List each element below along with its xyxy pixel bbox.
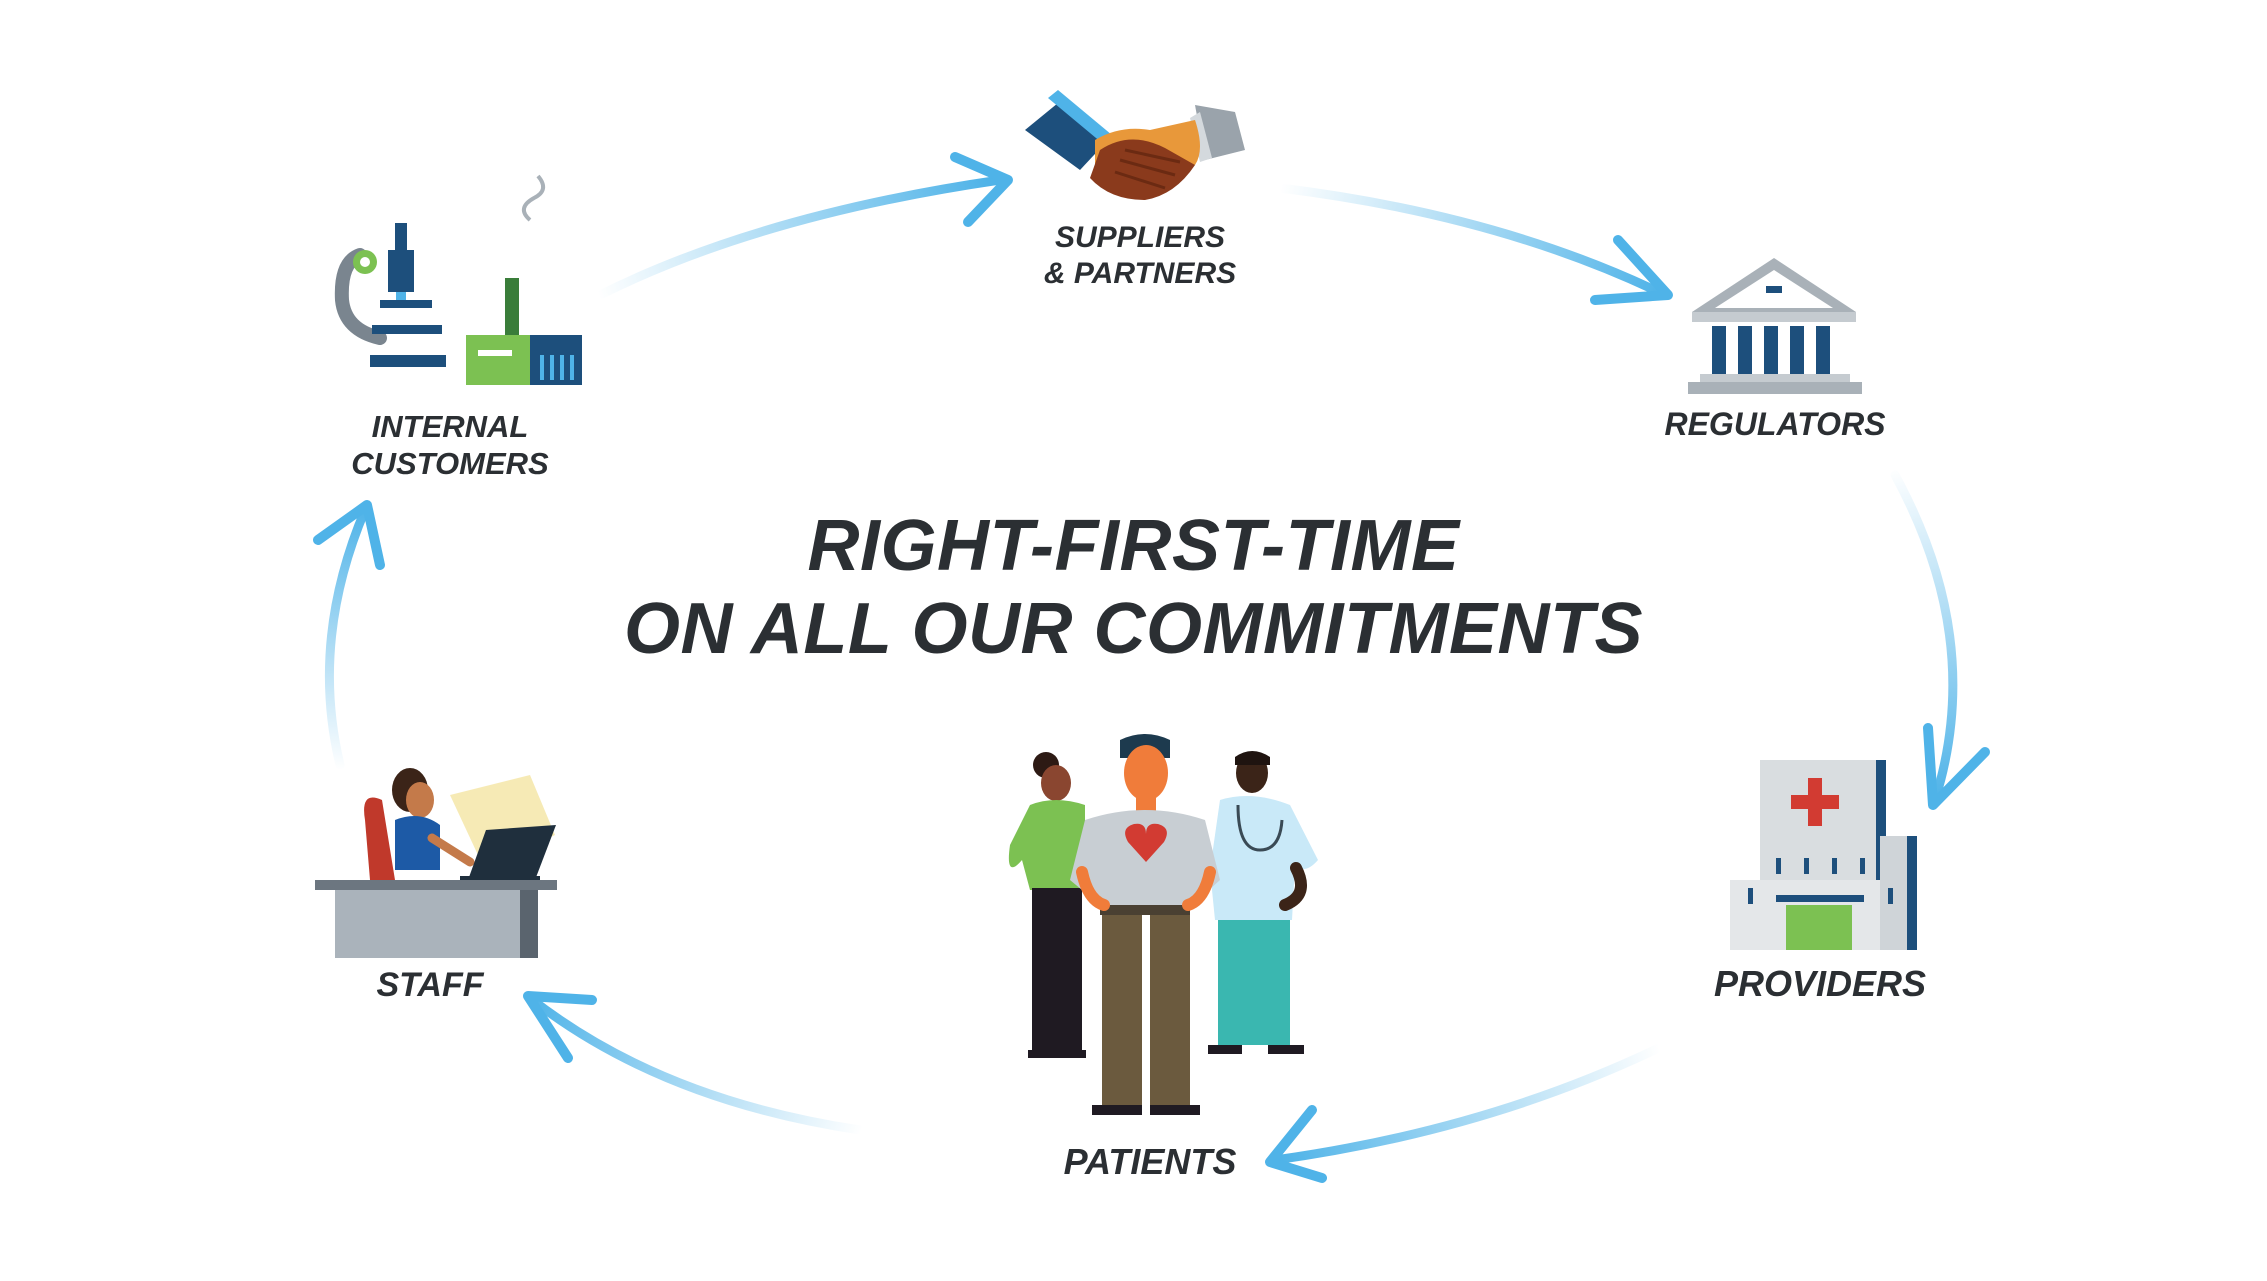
handshake-icon (1025, 90, 1245, 200)
label-providers: PROVIDERS (1670, 962, 1970, 1005)
label-internal-line1: INTERNAL (371, 409, 529, 444)
hospital-icon (1730, 760, 1917, 950)
headline-line-1: RIGHT-FIRST-TIME (807, 506, 1460, 586)
office-worker-icon (315, 768, 557, 958)
label-regulators: REGULATORS (1630, 405, 1920, 443)
arrow-staff-to-internal (313, 500, 385, 770)
label-patients-line1: PATIENTS (1063, 1141, 1237, 1182)
label-regulators-line1: REGULATORS (1664, 406, 1886, 442)
people-group-icon (1008, 734, 1318, 1115)
arrow-internal-to-suppliers (595, 152, 1013, 300)
microscope-factory-icon (334, 174, 582, 385)
label-suppliers-line2: & PARTNERS (1043, 257, 1237, 290)
arrow-patients-to-staff (523, 991, 865, 1135)
label-internal-customers: INTERNAL CUSTOMERS (305, 408, 595, 482)
label-staff-line1: STAFF (376, 966, 484, 1004)
arrow-providers-to-patients (1265, 1040, 1670, 1183)
label-providers-line1: PROVIDERS (1713, 963, 1927, 1004)
arrow-regulators-to-providers (1890, 470, 1990, 810)
headline-line-2: ON ALL OUR COMMITMENTS (624, 589, 1643, 669)
label-suppliers-line1: SUPPLIERS (1054, 221, 1226, 254)
label-staff: STAFF (300, 965, 560, 1006)
government-building-icon (1688, 258, 1862, 394)
label-patients: PATIENTS (1000, 1140, 1300, 1183)
label-internal-line2: CUSTOMERS (351, 446, 549, 482)
arrow-suppliers-to-regulators (1275, 183, 1673, 305)
label-suppliers-partners: SUPPLIERS & PARTNERS (990, 220, 1290, 292)
